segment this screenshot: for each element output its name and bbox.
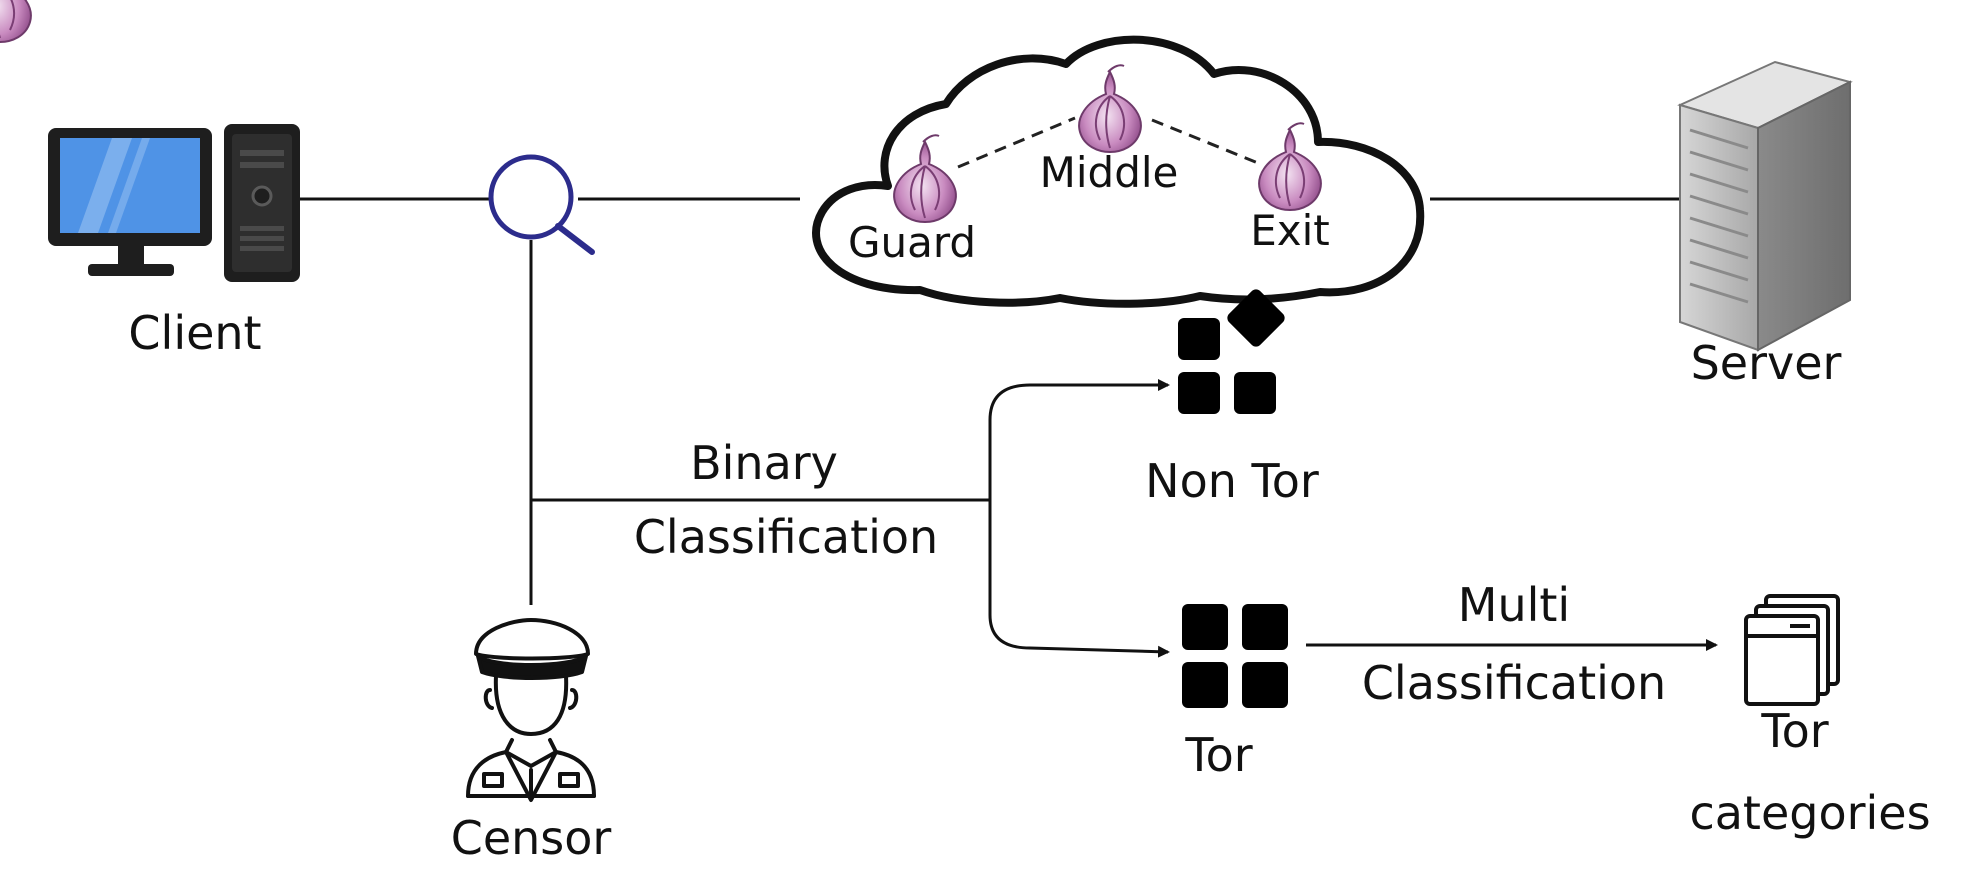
tor-categories-label-line2: categories [1689, 786, 1931, 840]
binary-label-line2: Classification [633, 510, 939, 564]
arrow-to-non-tor [988, 379, 1170, 500]
tor-app-grid-icon [1182, 604, 1288, 708]
client-label: Client [128, 306, 262, 360]
tor-categories-label-line1: Tor [1761, 704, 1829, 758]
magnifier-icon [488, 154, 595, 255]
server-rack-icon [1677, 60, 1853, 352]
guard-label: Guard [847, 218, 977, 267]
stacked-windows-icon [1744, 594, 1840, 706]
middle-label: Middle [1039, 148, 1179, 197]
multi-label-line1: Multi [1457, 578, 1571, 632]
non-tor-label: Non Tor [1145, 454, 1319, 508]
tor-network-cloud [812, 35, 1425, 308]
tor-onion-icon [0, 0, 32, 44]
exit-label: Exit [1250, 206, 1330, 255]
guard-middle-link [957, 116, 1076, 169]
multi-label-line2: Classification [1361, 656, 1667, 710]
censor-label: Censor [450, 811, 612, 865]
server-label: Server [1690, 336, 1842, 390]
non-tor-app-grid-icon [1178, 289, 1285, 414]
connection-lines [300, 197, 1718, 658]
tor-label: Tor [1185, 728, 1253, 782]
arrow-to-tor [988, 500, 1170, 658]
officer-icon [466, 618, 596, 802]
desktop-computer-icon [48, 124, 300, 282]
binary-label-line1: Binary [690, 436, 838, 490]
